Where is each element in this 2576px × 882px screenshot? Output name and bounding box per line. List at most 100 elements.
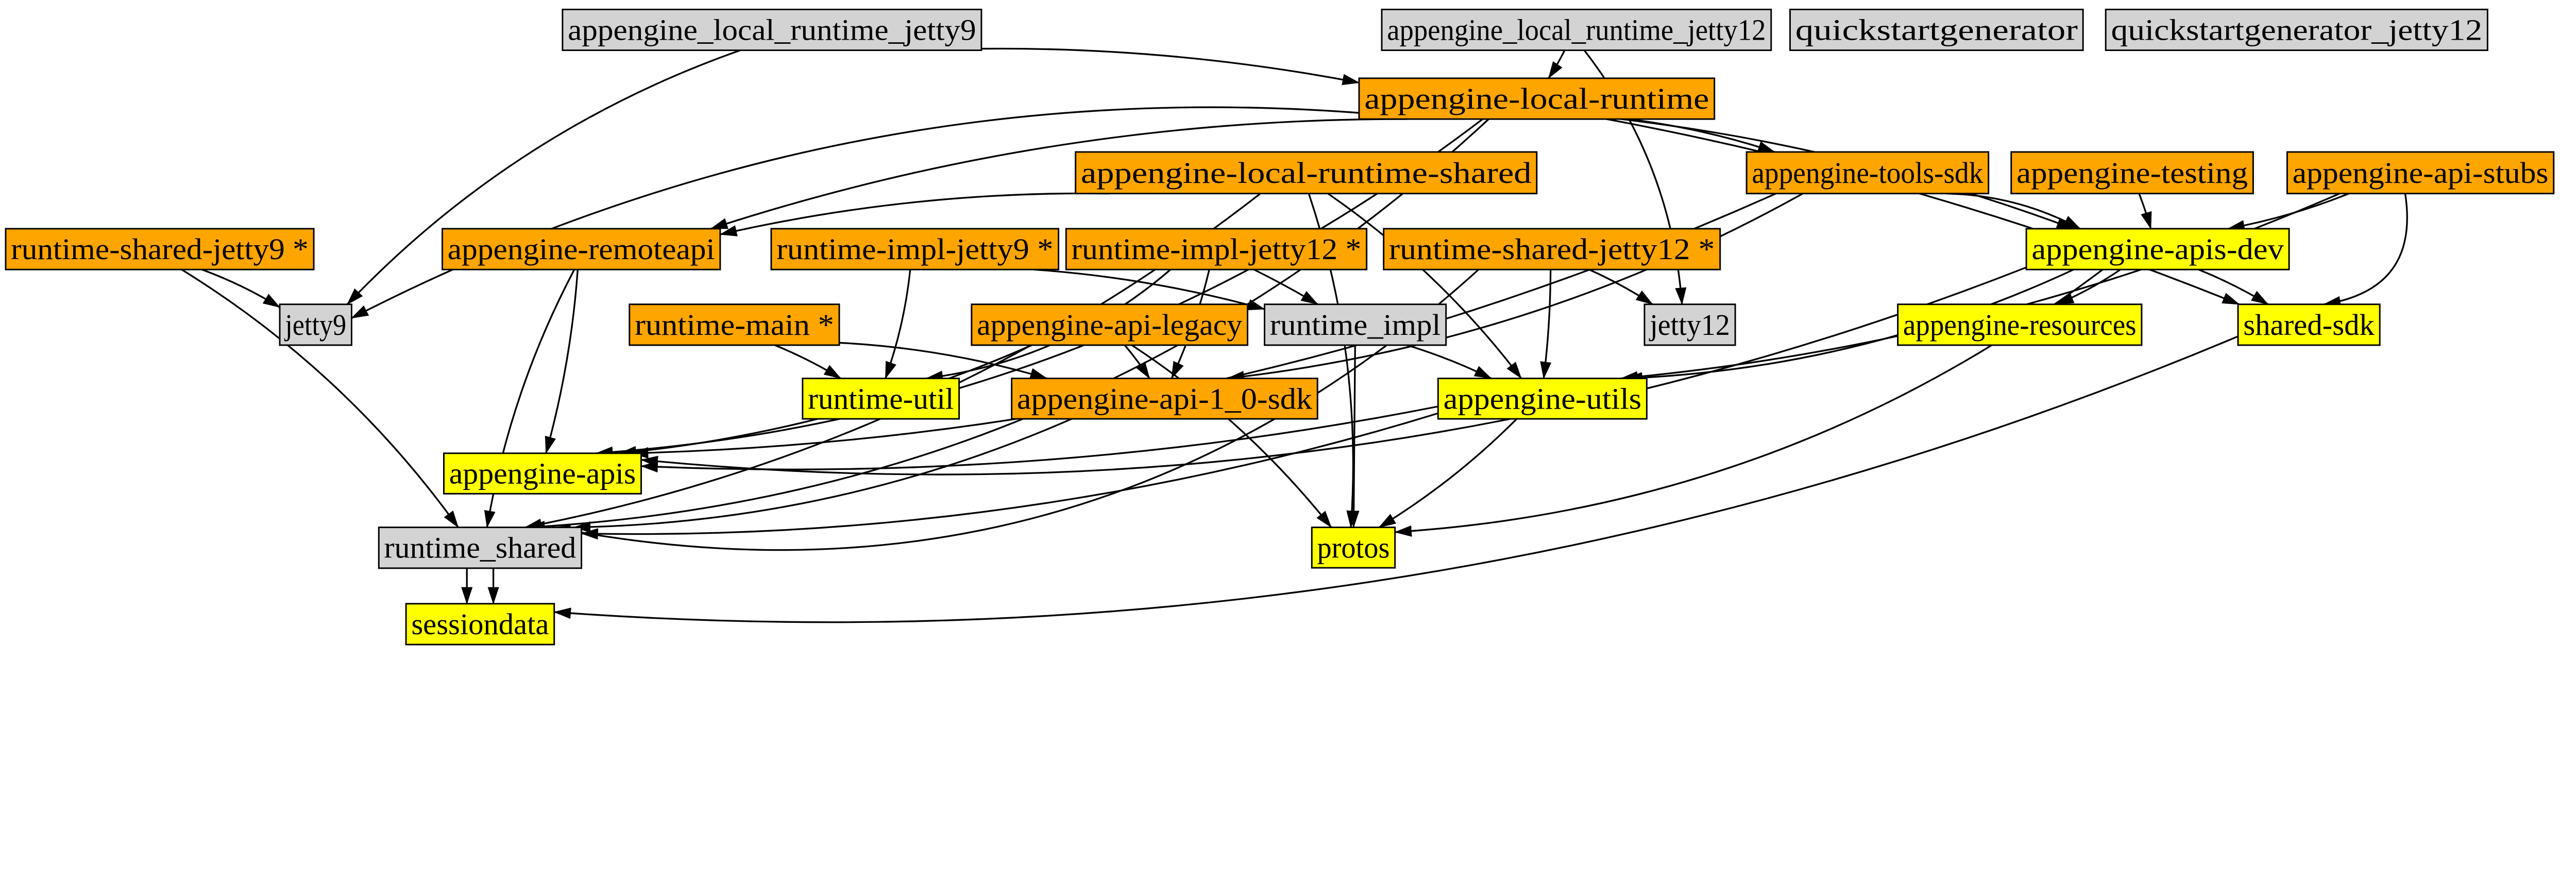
node-label-rsj9: runtime-shared-jetty9 *: [11, 232, 308, 266]
node-box-remoteapi: [442, 228, 721, 270]
node-box-jetty9: [279, 303, 352, 346]
node-label-sdk10: appengine-api-1_0-sdk: [1017, 382, 1313, 415]
node-box-jetty12: [1643, 303, 1736, 346]
edge-legacy-sdk10: [1124, 344, 1150, 379]
edge-rmain-rutil: [774, 344, 842, 379]
edge-legacy-protos: [1131, 344, 1332, 528]
node-remoteapi: appengine-remoteapi: [442, 228, 721, 270]
node-rsj12: runtime-shared-jetty12 *: [1383, 228, 1721, 270]
graph-canvas: appengine_local_runtime_jetty9 appengine_…: [5, 8, 2555, 646]
edge-alrj9-jetty9: [346, 49, 741, 305]
edge-alr-sharedsdk: [1606, 118, 2240, 306]
node-box-alrj9: [562, 8, 982, 52]
node-rij9: runtime-impl-jetty9 *: [770, 228, 1060, 270]
node-apis: appengine-apis: [443, 452, 642, 495]
edge-rsj12-utils: [1540, 269, 1552, 379]
node-label-utils: appengine-utils: [1444, 382, 1642, 415]
edge-alr-tools: [1628, 118, 1776, 153]
node-label-resources: appengine-resources: [1903, 308, 2137, 342]
node-label-testing: appengine-testing: [2016, 156, 2248, 190]
edge-alrj9-alr: [981, 47, 1360, 86]
edge-rij9-rutil: [885, 269, 911, 379]
node-label-jetty9: jetty9: [284, 308, 346, 342]
node-box-testing: [2010, 151, 2254, 195]
node-qsg: quickstartgenerator: [1789, 8, 2084, 52]
edge-rsj12-jetty12: [1588, 268, 1653, 306]
node-box-alrj12: [1381, 8, 1772, 52]
node-label-qsg: quickstartgenerator: [1795, 13, 2078, 46]
node-label-sessiondata: sessiondata: [411, 607, 549, 641]
node-apisdev: appengine-apis-dev: [2025, 228, 2290, 270]
edge-rimpl-protos: [1348, 345, 1360, 529]
edge-alrs-utils: [1327, 193, 1522, 379]
node-label-rimpl: runtime_impl: [1270, 308, 1441, 342]
node-box-alr: [1358, 77, 1716, 120]
node-box-apisdev: [2025, 228, 2290, 270]
node-qsgj12: quickstartgenerator_jetty12: [2105, 8, 2488, 52]
edge-rsj9-rshared: [181, 268, 459, 528]
node-label-legacy: appengine-api-legacy: [977, 308, 1243, 342]
edge-alrs-remoteapi: [719, 192, 1109, 236]
node-rij12: runtime-impl-jetty12 *: [1065, 228, 1368, 270]
node-label-jetty12: jetty12: [1649, 308, 1730, 342]
node-label-rutil: runtime-util: [808, 382, 954, 415]
node-protos: protos: [1311, 527, 1396, 569]
node-label-sharedsdk: shared-sdk: [2243, 308, 2375, 342]
node-box-rshared: [378, 527, 583, 569]
node-resources: appengine-resources: [1897, 303, 2143, 346]
node-sessiondata: sessiondata: [405, 603, 555, 646]
edge-utils-rshared: [581, 412, 1438, 540]
edge-tools-sdk10: [1227, 193, 1804, 382]
node-box-rimpl: [1264, 303, 1447, 346]
node-label-alrj9: appengine_local_runtime_jetty9: [568, 13, 976, 46]
edge-rij12-rimpl: [1253, 268, 1319, 306]
node-box-utils: [1437, 378, 1648, 420]
node-box-tools: [1745, 151, 1990, 195]
node-jetty12: jetty12: [1643, 303, 1736, 346]
edge-utils-apis: [640, 405, 1438, 473]
node-box-stubs: [2286, 151, 2555, 195]
node-box-rij12: [1065, 228, 1368, 270]
node-box-rmain: [629, 303, 840, 346]
edge-alr-apis: [595, 118, 1483, 458]
edge-apisdev-utils: [1624, 268, 2074, 384]
edge-rij9-rimpl: [1033, 268, 1265, 311]
node-alrj12: appengine_local_runtime_jetty12: [1381, 8, 1772, 52]
edge-stubs-sharedsdk: [2323, 193, 2408, 308]
node-box-rutil: [802, 378, 960, 420]
edge-alr-remoteapi: [710, 118, 1408, 230]
node-tools: appengine-tools-sdk: [1745, 151, 1990, 195]
node-label-rij9: runtime-impl-jetty9 *: [776, 232, 1053, 266]
dependency-graph: appengine_local_runtime_jetty9 appengine_…: [5, 8, 2555, 646]
node-label-qsgj12: quickstartgenerator_jetty12: [2111, 13, 2482, 46]
edge-tools-apisdev: [1946, 193, 2081, 230]
node-label-tools: appengine-tools-sdk: [1752, 156, 1984, 190]
node-legacy: appengine-api-legacy: [971, 303, 1248, 346]
edge-apisdev-resources: [2056, 268, 2121, 306]
node-sharedsdk: shared-sdk: [2237, 303, 2381, 346]
edge-stubs-apisdev: [2227, 193, 2349, 231]
node-box-apis: [443, 452, 642, 495]
node-label-rmain: runtime-main *: [635, 308, 834, 342]
node-box-legacy: [971, 303, 1248, 346]
node-rutil: runtime-util: [802, 378, 960, 420]
node-label-alrj12: appengine_local_runtime_jetty12: [1387, 13, 1766, 46]
node-rmain: runtime-main *: [629, 303, 840, 346]
node-label-protos: protos: [1317, 531, 1390, 564]
edge-remoteapi-apis: [545, 269, 579, 454]
edge-sdk10-rshared: [573, 418, 1072, 533]
node-jetty9: jetty9: [279, 303, 352, 346]
node-box-sharedsdk: [2237, 303, 2381, 346]
edge-apisdev-apis: [640, 266, 2027, 476]
node-label-rij12: runtime-impl-jetty12 *: [1072, 232, 1362, 266]
node-utils: appengine-utils: [1437, 378, 1648, 420]
node-label-apisdev: appengine-apis-dev: [2031, 232, 2284, 266]
node-alrs: appengine-local-runtime-shared: [1075, 151, 1538, 195]
edge-rsj9-jetty9: [201, 268, 281, 308]
node-box-qsgj12: [2105, 8, 2488, 52]
edge-stubs-utils: [1620, 193, 2340, 383]
node-testing: appengine-testing: [2010, 151, 2254, 195]
node-box-sdk10: [1011, 378, 1318, 420]
node-label-alrs: appengine-local-runtime-shared: [1081, 156, 1532, 190]
edge-testing-apisdev: [2138, 193, 2152, 230]
